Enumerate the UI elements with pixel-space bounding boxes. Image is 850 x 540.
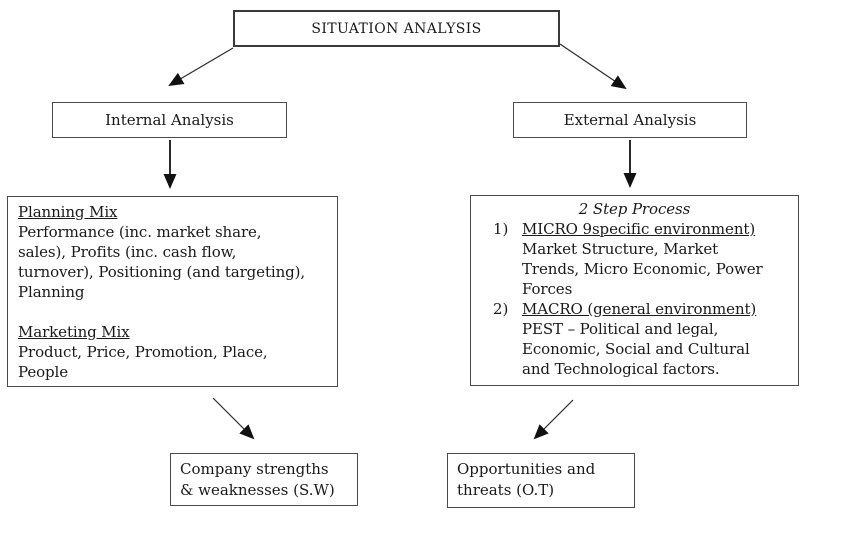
process-title: 2 Step Process xyxy=(578,200,691,218)
step-macro-number: 2) xyxy=(493,300,509,318)
step-micro-body: Market Structure, Market Trends, Micro E… xyxy=(522,240,763,298)
step-micro-heading: MICRO 9specific environment) xyxy=(522,220,756,238)
planning-mix-heading: Planning Mix xyxy=(18,203,118,221)
external-detail-box: 2 Step Process 1) MICRO 9specific enviro… xyxy=(470,195,799,386)
external-analysis-label: External Analysis xyxy=(563,111,697,129)
planning-mix-section: Planning Mix Performance (inc. market sh… xyxy=(18,202,327,302)
internal-detail-box: Planning Mix Performance (inc. market sh… xyxy=(7,196,338,387)
external-analysis-box: External Analysis xyxy=(513,102,747,138)
step-macro-content: MACRO (general environment) PEST – Polit… xyxy=(522,299,790,379)
internal-analysis-label: Internal Analysis xyxy=(105,111,234,129)
step-micro: 1) MICRO 9specific environment) Market S… xyxy=(479,219,790,299)
step-micro-content: MICRO 9specific environment) Market Stru… xyxy=(522,219,790,299)
arrow-planning-to-strengths xyxy=(212,397,255,440)
opportunities-threats-box: Opportunities and threats (O.T) xyxy=(447,453,635,508)
marketing-mix-body: Product, Price, Promotion, Place, People xyxy=(18,343,268,381)
arrow-process-to-threats xyxy=(533,399,574,440)
planning-mix-body: Performance (inc. market share, sales), … xyxy=(18,223,306,301)
situation-analysis-label: SITUATION ANALYSIS xyxy=(311,20,482,37)
strengths-weaknesses-box: Company strengths & weaknesses (S.W) xyxy=(170,453,358,506)
arrow-title-to-internal xyxy=(168,47,234,87)
arrow-title-to-external xyxy=(559,43,627,90)
marketing-mix-heading: Marketing Mix xyxy=(18,323,130,341)
step-micro-number: 1) xyxy=(493,220,509,238)
step-macro-body: PEST – Political and legal, Economic, So… xyxy=(522,320,750,378)
internal-analysis-box: Internal Analysis xyxy=(52,102,287,138)
step-macro: 2) MACRO (general environment) PEST – Po… xyxy=(479,299,790,379)
situation-analysis-box: SITUATION ANALYSIS xyxy=(233,10,560,47)
marketing-mix-section: Marketing Mix Product, Price, Promotion,… xyxy=(18,322,327,382)
step-macro-heading: MACRO (general environment) xyxy=(522,300,757,318)
